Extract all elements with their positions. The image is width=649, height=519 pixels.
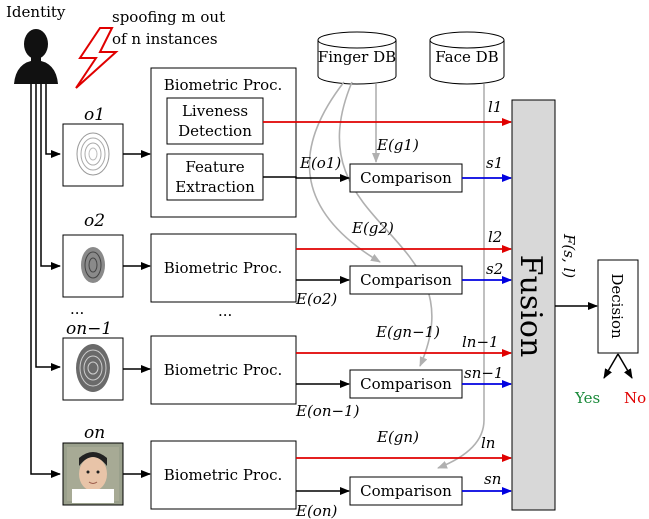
score-snm1: sn−1 (464, 364, 503, 382)
comparison-nm1: Comparison (349, 369, 463, 399)
fusion-label: Fusion (513, 255, 548, 358)
template-g2: E(g2) (351, 219, 394, 237)
finger-db-label: Finger DB (318, 48, 396, 66)
feature-o2: E(o2) (295, 290, 337, 308)
biometric-proc-n-label: Biometric Proc. (164, 466, 283, 484)
comparison-n-label: Comparison (360, 482, 452, 500)
biometric-proc-n: Biometric Proc. (150, 440, 297, 510)
decision-no: No (624, 389, 646, 407)
fingerprint-image-1 (62, 123, 124, 187)
comparison-n: Comparison (349, 476, 463, 506)
template-gnm1: E(gn−1) (375, 323, 440, 341)
decision-box: Decision (597, 259, 639, 354)
score-sn: sn (484, 470, 501, 488)
image-to-proc-arrows (123, 150, 151, 478)
liveness-arrows (263, 118, 512, 462)
liveness-lnm1: ln−1 (462, 333, 499, 351)
face-photo-image (62, 442, 124, 506)
liveness-label-1: Liveness (182, 102, 248, 120)
biometric-proc-1: Biometric Proc. Liveness Detection Featu… (150, 67, 297, 218)
comparison-2: Comparison (349, 265, 463, 295)
liveness-detection-box (166, 97, 264, 145)
obs-o2: o2 (84, 211, 105, 231)
identity-label: Identity (6, 3, 66, 21)
obs-o-nm1: on−1 (66, 319, 112, 339)
spoof-text-line2: of n instances (112, 30, 218, 48)
template-g1: E(g1) (376, 136, 419, 154)
middle-ellipsis: ... (218, 302, 232, 320)
comparison-nm1-label: Comparison (360, 375, 452, 393)
feature-on: E(on) (295, 502, 337, 519)
fingerprint-image-3 (62, 337, 124, 401)
fingerprint-image-2 (62, 234, 124, 298)
comparison-2-label: Comparison (360, 271, 452, 289)
comparison-1-label: Comparison (360, 169, 452, 187)
liveness-label-2: Detection (178, 122, 252, 140)
biometric-proc-2: Biometric Proc. (150, 233, 297, 303)
feature-o1: E(o1) (299, 154, 341, 172)
template-gn: E(gn) (376, 428, 419, 446)
score-arrows (462, 174, 512, 495)
finger-db: Finger DB (317, 31, 397, 85)
biometric-proc-2-label: Biometric Proc. (164, 259, 283, 277)
spoof-text-line1: spoofing m out (112, 8, 225, 26)
obs-o-n: on (84, 423, 105, 443)
score-s2: s2 (486, 260, 503, 278)
comparison-1: Comparison (349, 163, 463, 193)
liveness-ln: ln (481, 434, 495, 452)
face-db: Face DB (429, 31, 505, 85)
fusion-block: Fusion (511, 99, 556, 511)
feature-arrows (263, 174, 350, 495)
decision-output-arrows (603, 353, 633, 379)
feature-label-1: Feature (185, 158, 244, 176)
decision-yes: Yes (574, 389, 600, 407)
decision-label: Decision (608, 273, 626, 339)
biometric-proc-1-title: Biometric Proc. (164, 76, 283, 94)
db-template-arrows (308, 81, 485, 469)
biometric-proc-nm1: Biometric Proc. (150, 335, 297, 405)
feature-label-2: Extraction (175, 178, 255, 196)
obs-ellipsis: ... (70, 300, 84, 318)
person-icon (14, 29, 58, 84)
lightning-icon (75, 27, 119, 89)
liveness-l2: l2 (488, 228, 502, 246)
fusion-output-label: F(s, l) (560, 233, 578, 278)
face-db-label: Face DB (435, 48, 498, 66)
score-s1: s1 (486, 154, 503, 172)
identity-connectors (30, 84, 61, 478)
liveness-l1: l1 (488, 98, 502, 116)
biometric-proc-nm1-label: Biometric Proc. (164, 361, 283, 379)
feature-extraction-box (166, 153, 264, 201)
obs-o1: o1 (84, 105, 105, 125)
feature-onm1: E(on−1) (295, 402, 360, 420)
